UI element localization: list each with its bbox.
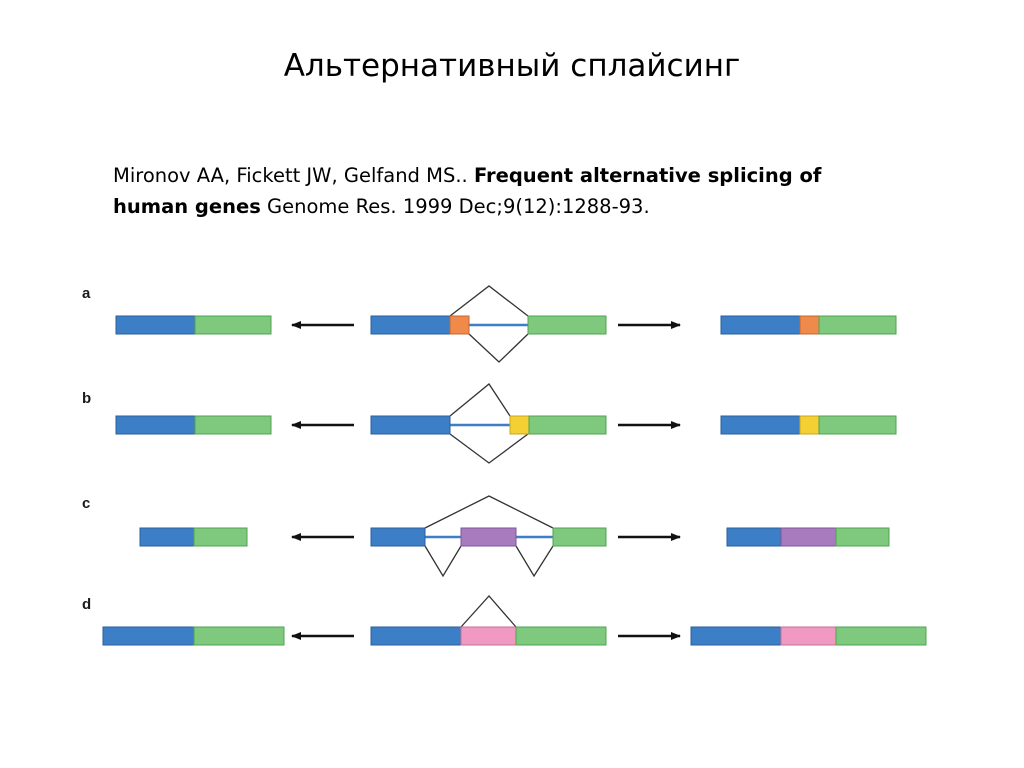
row-d-exon-1 [370, 626, 462, 646]
row-b-right-exon-1 [720, 415, 801, 435]
row-a-left-exon-1 [115, 315, 196, 335]
row-b-exon-2 [528, 415, 607, 435]
row-d-right-retained [780, 626, 837, 646]
row-c-cassette-exon [460, 527, 517, 547]
row-label-d: d [82, 596, 91, 613]
row-c-left-exon-2 [193, 527, 248, 547]
row-d: d [82, 595, 927, 646]
row-a-splice-upper [449, 285, 529, 317]
row-c: c [82, 495, 890, 578]
row-c-right-exon-1 [726, 527, 782, 547]
citation-authors: Mironov AA, Fickett JW, Gelfand MS.. [113, 164, 468, 187]
row-d-exon-2 [515, 626, 607, 646]
row-a-splice-lower [468, 333, 529, 363]
citation-article-title: Frequent alternative splicing of human g… [113, 164, 822, 218]
row-b-splice-upper [449, 383, 511, 417]
row-a-exon-2 [527, 315, 607, 335]
row-c-right-cassette [780, 527, 837, 547]
row-a-exon-1 [370, 315, 451, 335]
row-label-c: c [82, 495, 90, 512]
row-b-right-extension [799, 415, 820, 435]
row-b-left-exon-2 [194, 415, 272, 435]
row-d-left-exon-1 [102, 626, 195, 646]
row-label-b: b [82, 390, 91, 407]
row-a-alt-5-extension [449, 315, 470, 335]
row-a: a [82, 285, 897, 363]
row-c-exon-1 [370, 527, 426, 547]
row-d-left-exon-2 [193, 626, 285, 646]
citation-journal: Genome Res. 1999 Dec;9(12):1288-93. [267, 195, 650, 218]
slide-title: Альтернативный сплайсинг [283, 48, 741, 84]
row-c-splice-include-2 [515, 545, 554, 578]
citation: Mironov AA, Fickett JW, Gelfand MS.. Fre… [113, 160, 873, 222]
row-a-right-exon-1 [720, 315, 801, 335]
row-a-right-exon-2 [818, 315, 897, 335]
row-c-splice-include-1 [424, 545, 462, 578]
row-b-right-exon-2 [818, 415, 897, 435]
splicing-diagram: a b c [82, 285, 927, 646]
row-c-exon-2 [552, 527, 607, 547]
row-label-a: a [82, 285, 91, 302]
row-d-right-exon-2 [835, 626, 927, 646]
row-a-left-exon-2 [194, 315, 272, 335]
row-b-exon-1 [370, 415, 451, 435]
row-c-right-exon-2 [835, 527, 890, 547]
row-c-splice-skip [424, 495, 554, 529]
row-b-left-exon-1 [115, 415, 196, 435]
row-b: b [82, 383, 897, 464]
row-b-alt-3-extension [509, 415, 530, 435]
row-d-splice-upper [460, 595, 517, 628]
row-a-right-extension [799, 315, 820, 335]
row-b-splice-lower [449, 433, 529, 464]
row-c-left-exon-1 [139, 527, 195, 547]
row-d-right-exon-1 [690, 626, 782, 646]
row-d-retained-intron [460, 626, 517, 646]
